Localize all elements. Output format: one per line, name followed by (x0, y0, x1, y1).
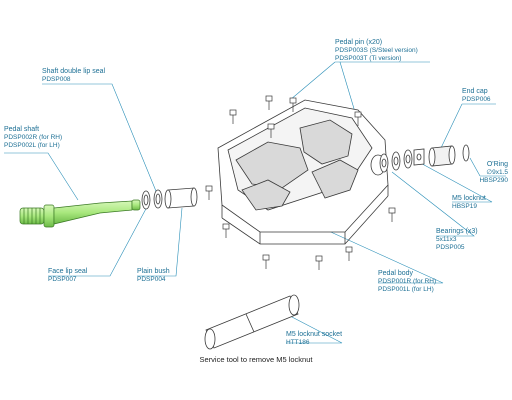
shaft-seal-title: Shaft double lip seal (42, 68, 106, 75)
face-seal-title: Face lip seal (48, 268, 88, 275)
leader-face-seal (48, 204, 149, 277)
pin-icon (229, 109, 237, 124)
oring-title: O'Ring (486, 161, 508, 168)
plain-bush (167, 187, 195, 209)
end-cap-title: End cap (462, 88, 488, 95)
label-plain-bush: Plain bush PDSP004 (137, 268, 170, 284)
pin-icon (345, 246, 353, 261)
label-pedal-pin: Pedal pin (x20) PDSP003S (S/Steel versio… (335, 39, 418, 63)
shaft-seal-parts (141, 187, 198, 210)
leader-end-cap-b (439, 103, 463, 151)
leader-oring-b (469, 157, 481, 177)
diagram-caption: Service tool to remove M5 locknut (199, 355, 313, 364)
locknut-socket-title: M5 locknut socket (286, 331, 343, 338)
pin-icon (222, 223, 230, 238)
o-ring (462, 144, 470, 162)
pedal-shaft-code-1: PDSP002R (for RH) (4, 134, 63, 141)
m5-locknut-title: M5 locknut (452, 195, 486, 202)
bearings-title: Bearings (x3) (436, 228, 478, 235)
pin-icon (265, 95, 273, 110)
face-seal-code: PDSP007 (48, 276, 77, 283)
pedal-body-code-1: PDSP001R (for RH) (378, 278, 437, 285)
pin-icon (289, 97, 297, 112)
pin-icon (262, 254, 270, 269)
leader-pedal-body (299, 217, 444, 284)
leader-bearings (391, 171, 475, 237)
label-pedal-body: Pedal body PDSP001R (for RH) PDSP001L (f… (378, 270, 436, 294)
leader-plain-bush (137, 207, 183, 277)
pedal-pin-code-2: PDSP003T (Ti version) (335, 55, 402, 62)
label-locknut-socket: M5 locknut socket HTT186 (286, 331, 342, 347)
pedal-pins (205, 95, 396, 270)
pin-icon (205, 185, 213, 200)
label-face-seal: Face lip seal PDSP007 (48, 268, 87, 284)
label-bearings: Bearings (x3) 5x11x3 PDSP005 (436, 228, 478, 252)
label-m5-locknut: M5 locknut HBSP19 (452, 195, 486, 211)
shaft-seal-code: PDSP008 (42, 76, 71, 83)
pedal-body-title: Pedal body (378, 270, 414, 277)
leader-pedal-pin-b (339, 61, 356, 113)
label-shaft-seal: Shaft double lip seal PDSP008 (42, 68, 105, 84)
oring-size: ∅9x1.5 (486, 169, 508, 176)
leader-lines (4, 61, 506, 344)
locknut-socket-code: HTT186 (286, 339, 310, 346)
leader-m5-locknut (414, 159, 493, 203)
bearings-size: 5x11x3 (436, 236, 457, 243)
plain-bush-code: PDSP004 (137, 276, 166, 283)
plain-bush-title: Plain bush (137, 268, 170, 275)
axle-parts (379, 144, 470, 173)
leader-locknut-socket (286, 315, 343, 344)
leader-shaft-seal (42, 83, 159, 197)
m5-locknut-code: HBSP19 (452, 203, 477, 210)
label-end-cap: End cap PDSP006 (462, 88, 491, 104)
pin-icon (354, 111, 362, 126)
pedal-shaft-title: Pedal shaft (4, 126, 40, 133)
pin-icon (388, 207, 396, 222)
pedal-body-code-2: PDSP001L (for LH) (378, 286, 434, 293)
oring-code: HBSP290 (479, 177, 508, 184)
end-cap-code: PDSP006 (462, 96, 491, 103)
leader-pedal-pin-a (289, 61, 336, 101)
pedal-pin-code-1: PDSP003S (S/Steel version) (335, 47, 418, 54)
label-pedal-shaft: Pedal shaft PDSP002R (for RH) PDSP002L (… (4, 126, 62, 150)
pedal-pin-title: Pedal pin (x20) (335, 39, 383, 46)
pedal-body (217, 99, 389, 245)
label-oring: O'Ring ∅9x1.5 HBSP290 (474, 161, 508, 185)
pin-icon (267, 123, 275, 138)
leader-pedal-shaft (4, 152, 79, 201)
pedal-shaft (19, 199, 141, 228)
shaft-body (53, 200, 133, 225)
pedal-shaft-code-2: PDSP002L (for LH) (4, 142, 60, 149)
shaft-tip (131, 199, 141, 211)
shaft-flange (43, 204, 55, 228)
locknut-socket-tool (204, 294, 300, 350)
pin-icon (315, 255, 323, 270)
bearings-code: PDSP005 (436, 244, 465, 251)
